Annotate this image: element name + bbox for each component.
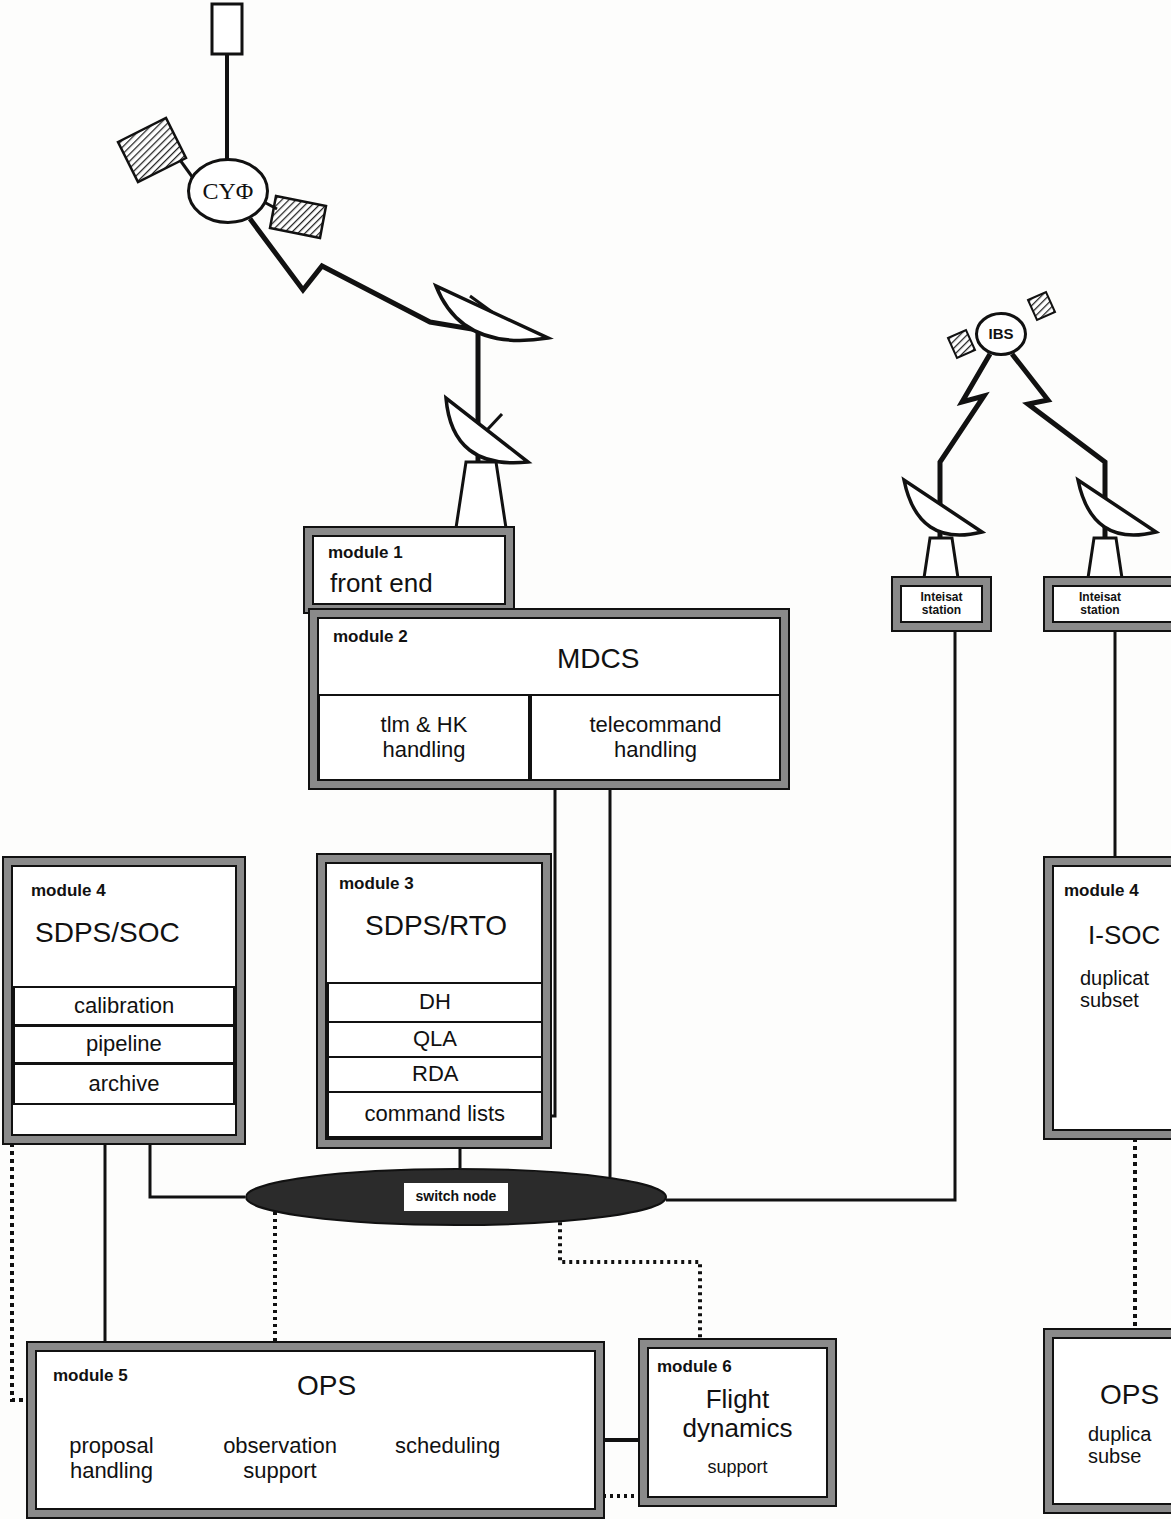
node-label: switch node: [404, 1183, 509, 1211]
connector-line: [150, 1143, 245, 1197]
solar-panel: [118, 118, 186, 182]
module-box: module 4 I-SOC duplicat subset: [1045, 858, 1171, 1138]
connector-line: [1114, 630, 1117, 858]
node-label: module 4: [1064, 881, 1139, 900]
node-label: scheduling: [395, 1434, 500, 1459]
node-label: SDPS/SOC: [35, 917, 180, 948]
function-box: QLA: [327, 1021, 543, 1058]
node-label: module 1: [328, 543, 403, 562]
node-label: CYΦ: [203, 178, 254, 205]
node-label: front end: [330, 569, 433, 598]
radio-link: [1012, 354, 1105, 578]
node-label: observation support: [200, 1434, 360, 1483]
module-box: module 1 front end: [305, 528, 513, 612]
node-label: module 3: [339, 874, 414, 893]
ellipse-outline: [189, 160, 268, 223]
connector-line: [609, 781, 612, 1177]
node-label: archive: [89, 1072, 160, 1097]
node-label: OPS: [297, 1370, 356, 1401]
node-label: I-SOC: [1088, 921, 1160, 950]
node-label: module 6: [657, 1357, 732, 1376]
node-label: Inteisat station: [1064, 591, 1136, 618]
ellipse-outline: [246, 1169, 666, 1225]
connector-line: [273, 1212, 277, 1343]
dish-stand: [456, 462, 506, 528]
module-box: module 3 SDPS/RTO DH QLA RDA command lists: [318, 855, 550, 1147]
node-label: telecommand handling: [576, 713, 736, 762]
radio-link: [250, 219, 478, 528]
station-box: Inteisat station: [1045, 578, 1171, 630]
module-box: module 2 MDCS tlm & HK handling telecommand…: [310, 610, 788, 788]
node-label: IBS: [989, 326, 1014, 343]
dish-antenna: [436, 286, 548, 340]
node-label: duplicat subset: [1080, 967, 1164, 1012]
node-label: Flight dynamics: [663, 1385, 813, 1443]
function-box: DH: [327, 982, 543, 1023]
satellite-circle: IBS: [975, 312, 1027, 356]
dish-feed: [470, 296, 492, 312]
node-label: module 4: [31, 881, 106, 900]
node-label: Inteisat station: [906, 591, 978, 618]
node-label: OPS: [1100, 1379, 1159, 1410]
solar-panel: [270, 196, 326, 238]
satellite-antenna: [212, 4, 242, 54]
node-label: module 2: [333, 627, 408, 646]
module-box: OPS duplica subse: [1045, 1330, 1171, 1512]
node-label: module 5: [53, 1366, 128, 1385]
node-label: pipeline: [86, 1032, 162, 1057]
node-label: QLA: [413, 1027, 457, 1052]
module-box: module 4 SDPS/SOC calibration pipeline archi…: [4, 858, 244, 1143]
function-box: command lists: [327, 1091, 543, 1138]
node-label: DH: [419, 990, 451, 1015]
function-box: calibration: [13, 986, 235, 1026]
connector-line: [603, 1438, 640, 1442]
node-label: proposal handling: [49, 1434, 174, 1483]
node-label: calibration: [74, 994, 174, 1019]
node-label: duplica subse: [1088, 1423, 1164, 1468]
panel-arm: [180, 160, 193, 178]
dish-antenna: [904, 480, 982, 535]
dish-antenna: [1078, 480, 1156, 535]
function-box: telecommand handling: [530, 694, 781, 781]
connector-line: [459, 1147, 462, 1168]
node-label: support: [708, 1457, 768, 1477]
module-box: module 5 OPS proposal handling observation …: [28, 1343, 603, 1517]
solar-panel: [1028, 292, 1055, 320]
connector-line: [1133, 1138, 1137, 1330]
connector-line: [12, 1143, 28, 1400]
dish-stand: [924, 538, 958, 578]
function-box: tlm & HK handling: [318, 694, 530, 781]
dish-antenna: [446, 398, 528, 463]
node-label: command lists: [365, 1102, 506, 1127]
station-box: Inteisat station: [893, 578, 990, 630]
switch-ellipse: switch node: [245, 1168, 667, 1226]
node-label: SDPS/RTO: [365, 910, 507, 941]
connector-line: [104, 1143, 107, 1343]
function-box: pipeline: [13, 1025, 235, 1064]
connector-line: [560, 1222, 700, 1340]
satellite-mast: [225, 54, 229, 160]
solar-panel: [948, 330, 975, 358]
satellite-circle: CYΦ: [187, 158, 269, 224]
module-box: module 6 Flight dynamics support: [640, 1340, 835, 1505]
connector-line: [603, 1494, 640, 1498]
node-label: MDCS: [557, 643, 639, 674]
node-label: tlm & HK handling: [364, 713, 484, 762]
function-box: archive: [13, 1063, 235, 1105]
dish-feed: [487, 414, 502, 430]
node-label: RDA: [412, 1062, 458, 1087]
function-box: RDA: [327, 1056, 543, 1093]
dish-stand: [1088, 538, 1122, 578]
ellipse-outline: [977, 314, 1026, 355]
